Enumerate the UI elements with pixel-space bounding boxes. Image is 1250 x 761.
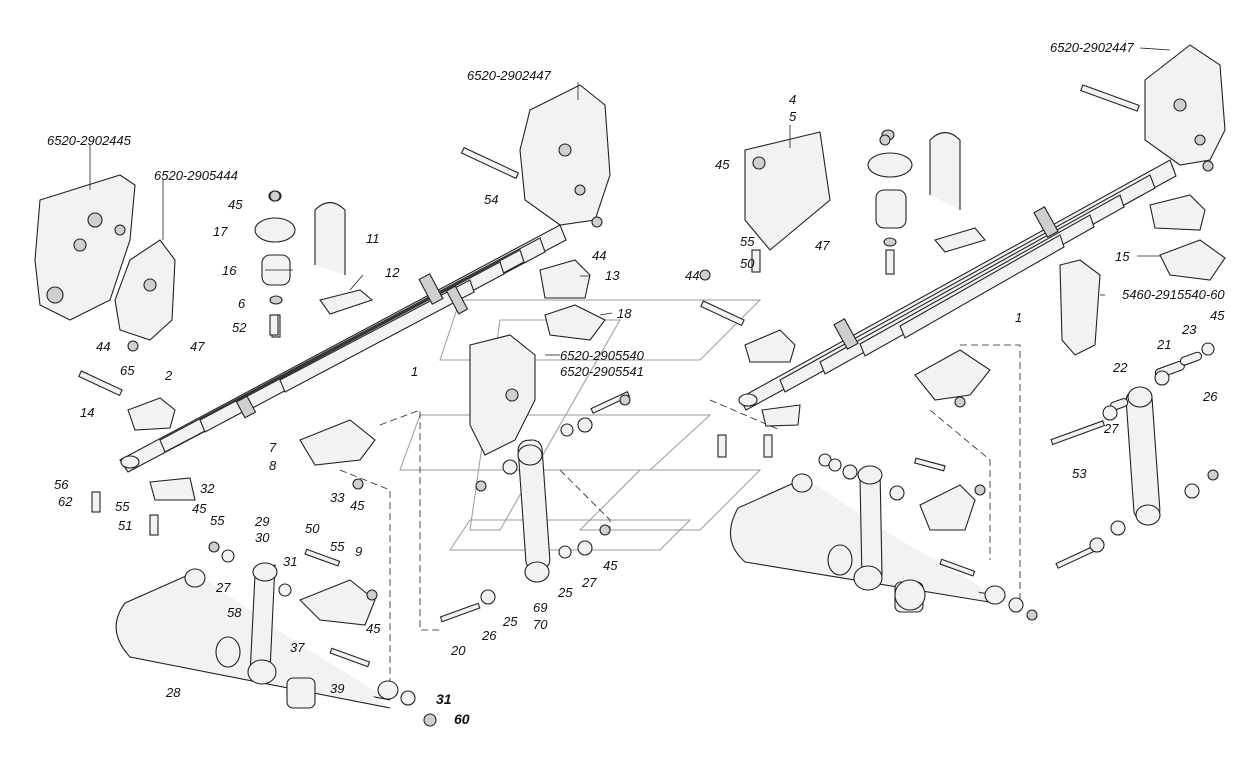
label-27: 27 bbox=[215, 580, 231, 595]
label-9: 9 bbox=[355, 544, 362, 559]
label-22: 22 bbox=[1112, 360, 1128, 375]
label-29: 29 bbox=[254, 514, 269, 529]
label-26: 26 bbox=[481, 628, 497, 643]
label-45: 45 bbox=[192, 501, 207, 516]
label-6520-2902447-right: 6520-2902447 bbox=[1050, 40, 1135, 55]
bracket-6520-2902447-right bbox=[1144, 44, 1226, 166]
label-25: 25 bbox=[557, 585, 573, 600]
label-55: 55 bbox=[210, 513, 225, 528]
bracket-6520-2902447-left bbox=[519, 84, 611, 226]
label-13: 13 bbox=[605, 268, 620, 283]
label-6520-2905540: 6520-2905540 bbox=[560, 348, 645, 363]
label-17: 17 bbox=[213, 224, 228, 239]
label-25: 25 bbox=[502, 614, 518, 629]
label-37: 37 bbox=[290, 640, 305, 655]
label-39: 39 bbox=[330, 681, 344, 696]
label-45: 45 bbox=[1210, 308, 1225, 323]
label-16: 16 bbox=[222, 263, 237, 278]
label-33: 33 bbox=[330, 490, 345, 505]
label-44: 44 bbox=[96, 339, 110, 354]
label-1: 1 bbox=[411, 364, 418, 379]
label-4: 4 bbox=[789, 92, 796, 107]
left-u-bolt bbox=[314, 201, 374, 315]
label-44: 44 bbox=[592, 248, 606, 263]
label-55: 55 bbox=[115, 499, 130, 514]
label-55: 55 bbox=[740, 234, 755, 249]
label-47: 47 bbox=[815, 238, 830, 253]
label-11: 11 bbox=[366, 231, 380, 246]
label-5: 5 bbox=[789, 109, 797, 124]
label-70: 70 bbox=[533, 617, 548, 632]
label-23: 23 bbox=[1181, 322, 1197, 337]
left-leaf-spring bbox=[119, 224, 567, 473]
right-buffer-stack bbox=[867, 129, 913, 275]
label-65: 65 bbox=[120, 363, 135, 378]
bracket-6520-2905540 bbox=[469, 334, 536, 456]
label-53: 53 bbox=[1072, 466, 1087, 481]
label-44: 44 bbox=[685, 268, 699, 283]
label-28: 28 bbox=[165, 685, 181, 700]
label-56: 56 bbox=[54, 477, 69, 492]
label-27: 27 bbox=[1103, 421, 1119, 436]
label-50: 50 bbox=[740, 256, 755, 271]
part-labels: 6520-2902445 6520-2905444 6520-2902447 6… bbox=[47, 40, 1225, 727]
label-18: 18 bbox=[617, 306, 632, 321]
leader-lines bbox=[89, 47, 1171, 356]
label-45: 45 bbox=[366, 621, 381, 636]
label-58: 58 bbox=[227, 605, 242, 620]
label-30: 30 bbox=[255, 530, 270, 545]
label-45: 45 bbox=[228, 197, 243, 212]
label-14: 14 bbox=[80, 405, 94, 420]
label-32: 32 bbox=[200, 481, 215, 496]
pad-18 bbox=[544, 304, 606, 341]
bracket-6520-2905444 bbox=[114, 239, 176, 341]
label-26: 26 bbox=[1202, 389, 1218, 404]
label-27: 27 bbox=[581, 575, 597, 590]
pad-15 bbox=[1149, 194, 1226, 281]
label-5460-2915540-60: 5460-2915540-60 bbox=[1122, 287, 1225, 302]
label-6520-2902447-left: 6520-2902447 bbox=[467, 68, 552, 83]
right-shock-absorber bbox=[1125, 386, 1161, 526]
label-1: 1 bbox=[1015, 310, 1022, 325]
label-45: 45 bbox=[603, 558, 618, 573]
label-6: 6 bbox=[238, 296, 246, 311]
label-55: 55 bbox=[330, 539, 345, 554]
label-6520-2905541: 6520-2905541 bbox=[560, 364, 644, 379]
pad-13 bbox=[539, 259, 591, 299]
label-62: 62 bbox=[58, 494, 73, 509]
small-hardware bbox=[78, 84, 1219, 727]
label-69: 69 bbox=[533, 600, 547, 615]
label-54: 54 bbox=[484, 192, 498, 207]
label-31: 31 bbox=[436, 691, 452, 707]
right-u-bolt bbox=[929, 131, 986, 253]
label-20: 20 bbox=[450, 643, 466, 658]
label-50: 50 bbox=[305, 521, 320, 536]
label-47: 47 bbox=[190, 339, 205, 354]
left-stabilizer-link bbox=[215, 562, 316, 709]
label-60: 60 bbox=[454, 711, 470, 727]
bracket-6520-2902445 bbox=[34, 174, 136, 321]
label-45: 45 bbox=[350, 498, 365, 513]
label-12: 12 bbox=[385, 265, 400, 280]
label-52: 52 bbox=[232, 320, 247, 335]
label-51: 51 bbox=[118, 518, 132, 533]
label-2: 2 bbox=[164, 368, 173, 383]
label-7: 7 bbox=[269, 440, 277, 455]
label-8: 8 bbox=[269, 458, 277, 473]
left-shock-absorber bbox=[517, 439, 551, 583]
label-6520-2905444: 6520-2905444 bbox=[154, 168, 238, 183]
label-31: 31 bbox=[283, 554, 297, 569]
label-6520-2902445: 6520-2902445 bbox=[47, 133, 132, 148]
label-45: 45 bbox=[715, 157, 730, 172]
label-15: 15 bbox=[1115, 249, 1130, 264]
bracket-5460-2915540-60 bbox=[1059, 259, 1101, 356]
label-21: 21 bbox=[1156, 337, 1171, 352]
right-leaf-spring bbox=[738, 159, 1177, 411]
assembly-dashed-lines bbox=[339, 344, 1021, 690]
